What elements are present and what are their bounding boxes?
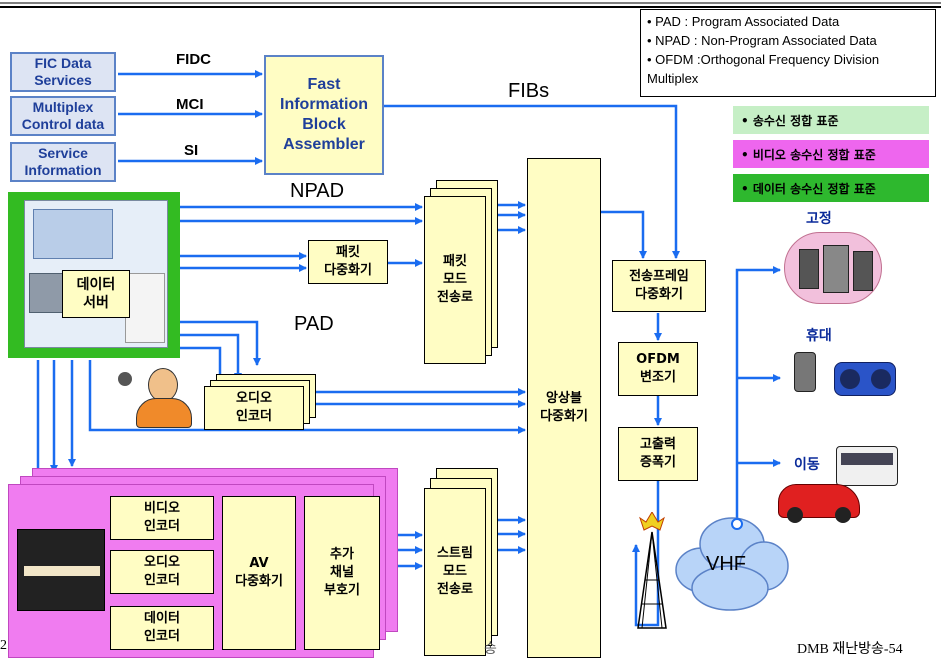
stereo-speaker-right: [853, 251, 873, 291]
bus-icon: [836, 446, 898, 486]
screenshot-map-thumbnail: [33, 209, 113, 259]
stream-mode-channel-box: 스트림 모드 전송로: [424, 488, 486, 656]
boombox-speaker-right: [871, 369, 891, 389]
data-server-panel: 데이터 서버: [8, 192, 180, 358]
data-encoder-box: 데이터 인코더: [110, 606, 214, 650]
car-wheel-front: [787, 507, 803, 523]
portable-player-icon: [794, 352, 816, 392]
legend-label: • 송수신 정합 표준: [741, 113, 839, 128]
footer-center-text: 송: [484, 642, 497, 657]
screenshot-text-area: [125, 273, 165, 343]
transmission-frame-multiplexer-box: 전송프레임 다중화기: [612, 260, 706, 312]
ofdm-modulator-box: OFDM 변조기: [618, 342, 698, 396]
vhf-label: VHF: [706, 553, 746, 575]
antenna-tower-icon: [637, 512, 667, 629]
service-information-box: Service Information: [10, 142, 116, 182]
car-icon: [778, 484, 860, 523]
stereo-unit: [823, 245, 849, 293]
movie-poster-image: [17, 529, 105, 611]
video-encoder-box: 비디오 인코더: [110, 496, 214, 540]
multiplex-control-data-box: Multiplex Control data: [10, 96, 116, 136]
announcer-body: [136, 398, 192, 428]
pad-label: PAD: [294, 313, 334, 335]
portable-receiver-label: 휴대: [806, 328, 832, 344]
legend-item-sync: • 송수신 정합 표준: [733, 106, 929, 134]
glossary-line: • OFDM :Orthogonal Frequency Division: [647, 52, 880, 67]
fibs-label: FIBs: [508, 80, 550, 102]
mci-label: MCI: [176, 96, 204, 113]
glossary-box: • PAD : Program Associated Data • NPAD :…: [640, 9, 936, 97]
packet-multiplexer-box: 패킷 다중화기: [308, 240, 388, 284]
stereo-speaker-left: [799, 249, 819, 289]
bus-windows: [841, 453, 893, 465]
ensemble-multiplexer-box: 앙상블 다중화기: [527, 158, 601, 658]
slide-footer-title: DMB 재난방송-54: [797, 642, 903, 657]
fast-information-block-assembler: Fast Information Block Assembler: [264, 55, 384, 175]
audio-encoder-2-box: 오디오 인코더: [110, 550, 214, 594]
boombox-speaker-left: [840, 369, 860, 389]
data-server-box: 데이터 서버: [62, 270, 130, 318]
car-wheel-rear: [835, 507, 851, 523]
additional-channel-encoder-box: 추가 채널 부호기: [304, 496, 380, 650]
glossary-line: Multiplex: [647, 71, 699, 86]
vhf-cloud-shape: [675, 517, 789, 611]
av-multiplexer-box: AV 다중화기: [222, 496, 296, 650]
audio-encoder-box: 오디오 인코더: [204, 386, 304, 430]
poster-title-strip: [24, 566, 100, 576]
high-power-amplifier-box: 고출력 증폭기: [618, 427, 698, 481]
mobile-receiver-label: 이동: [794, 457, 820, 473]
announcer-image: [118, 362, 198, 432]
legend-item-data: • 데이터 송수신 정합 표준: [733, 174, 929, 202]
npad-label: NPAD: [290, 180, 345, 202]
fic-data-services-box: FIC Data Services: [10, 52, 116, 92]
legend-item-video: • 비디오 송수신 정합 표준: [733, 140, 929, 168]
boombox-icon: [834, 362, 896, 396]
announcer-head: [148, 368, 178, 402]
footer-left-text: 2: [0, 638, 7, 653]
legend-label: • 데이터 송수신 정합 표준: [741, 181, 876, 196]
fixed-receiver-label: 고정: [806, 211, 832, 227]
microphone-icon: [118, 372, 132, 386]
glossary-line: • PAD : Program Associated Data: [647, 14, 840, 29]
legend-label: • 비디오 송수신 정합 표준: [741, 147, 876, 162]
packet-mode-channel-box: 패킷 모드 전송로: [424, 196, 486, 364]
si-label: SI: [184, 142, 199, 159]
glossary-line: • NPAD : Non-Program Associated Data: [647, 33, 877, 48]
fidc-label: FIDC: [176, 51, 211, 68]
home-stereo-icon: [784, 232, 882, 304]
